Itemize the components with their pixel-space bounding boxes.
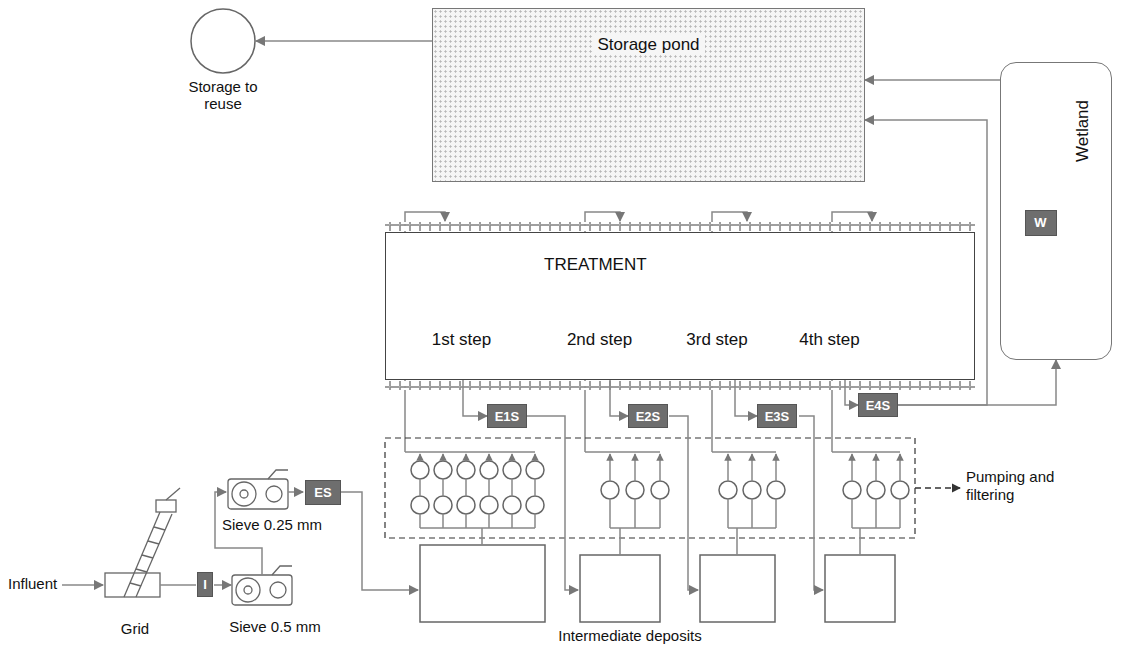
treatment-step-text: 3rd step — [665, 330, 770, 350]
sampling-point: E1S — [487, 404, 527, 428]
sampling-point-text: W — [1034, 215, 1046, 230]
sampling-point: ES — [305, 480, 341, 505]
treatment-step-text: 1st step — [392, 330, 532, 350]
sampling-point-text: ES — [314, 485, 331, 500]
storage-tank-text: Storage to reuse — [183, 8, 263, 113]
sampling-point: E2S — [628, 404, 668, 428]
influent-arrow — [62, 584, 103, 586]
pump-header — [405, 451, 900, 453]
sampling-point-text: I — [203, 577, 207, 592]
wetland-area-text: Wetland — [1073, 100, 1093, 162]
pipe — [341, 492, 418, 590]
sieve-drum — [228, 470, 288, 509]
pipe — [288, 491, 303, 493]
treatment-step-text: 2nd step — [540, 330, 660, 350]
part-label: Sieve 0.25 mm — [222, 516, 322, 533]
sampling-point: W — [1025, 210, 1057, 236]
sampling-point: E3S — [757, 404, 797, 428]
flow-arrow — [865, 79, 1000, 81]
flow-arrow — [256, 40, 432, 42]
flow-arrow — [463, 378, 487, 416]
pipe — [160, 584, 196, 586]
grid-screen — [105, 488, 180, 597]
wetland-area: W Wetland — [1000, 62, 1112, 360]
storage-tank: Storage to reuse — [183, 8, 263, 113]
sampling-point-text: E4S — [866, 398, 891, 413]
sampling-point-text: E1S — [495, 409, 520, 424]
collection-pipe — [385, 381, 975, 390]
pump-group — [411, 454, 909, 528]
distribution-pipe — [385, 222, 975, 231]
feed-pipe — [482, 528, 860, 555]
return-pipe — [527, 416, 578, 590]
part-label: Sieve 0.5 mm — [229, 618, 321, 635]
part-label: Grid — [121, 620, 149, 637]
treatment-step: 2nd step — [540, 318, 660, 379]
pipe — [215, 492, 262, 575]
return-pipe — [799, 416, 823, 590]
sampling-point-text: E3S — [765, 409, 790, 424]
sampling-point-text: E2S — [636, 409, 661, 424]
pumping-area — [385, 438, 915, 538]
flow-arrow — [735, 378, 757, 416]
pumping-pointer — [915, 487, 960, 488]
flow-arrow — [845, 378, 858, 405]
part-label: Intermediate deposits — [558, 627, 701, 644]
treatment-unit-text: TREATMENT — [544, 255, 647, 275]
storage-circle — [190, 8, 256, 74]
part-label: Influent — [8, 575, 57, 592]
treatment-step-text: 4th step — [775, 330, 885, 350]
treatment-step: 3rd step — [665, 318, 770, 379]
sampling-point: E4S — [858, 393, 898, 417]
part-label: Pumping and filtering — [966, 468, 1086, 504]
treatment-unit: 1st step 2nd step3rd step4th step TREATMEN… — [385, 232, 975, 380]
intermediate-deposit — [420, 545, 895, 622]
return-pipe — [669, 416, 698, 590]
pipe — [214, 584, 231, 586]
sampling-point: I — [197, 572, 213, 597]
treatment-step: 4th step — [775, 318, 885, 379]
storage-pond: Storage pond — [432, 8, 865, 182]
flow-arrow — [610, 378, 628, 416]
storage-pond-text: Storage pond — [592, 35, 704, 55]
treatment-step: 1st step — [392, 318, 532, 379]
